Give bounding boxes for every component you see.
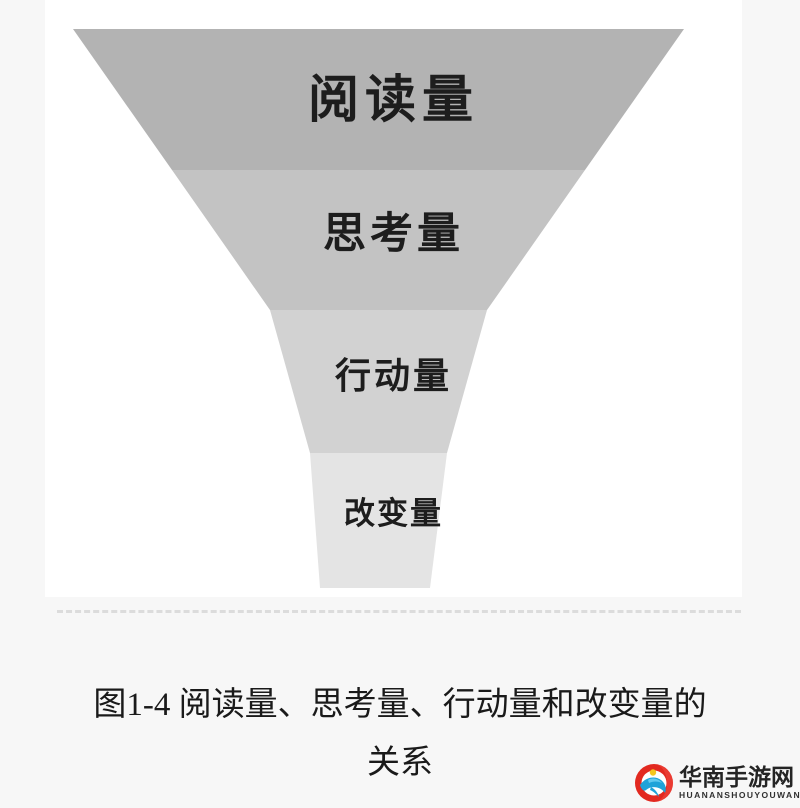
funnel-band-4 — [310, 453, 447, 588]
watermark: 华南手游网 HUANANSHOUYOUWANG — [634, 760, 800, 806]
funnel-label-change-volume: 改变量 — [344, 496, 443, 531]
funnel-label-action-volume: 行动量 — [334, 356, 452, 396]
funnel-band-2 — [172, 170, 585, 310]
watermark-text-block: 华南手游网 HUANANSHOUYOUWANG — [679, 765, 800, 801]
figure-caption: 图1-4 阅读量、思考量、行动量和改变量的 关系 — [50, 676, 750, 792]
figure-caption-line-2: 关系 — [367, 745, 433, 781]
funnel-chart: 阅读量 思考量 行动量 改变量 — [45, 0, 742, 597]
watermark-logo-icon — [634, 763, 674, 803]
watermark-subtitle: HUANANSHOUYOUWANG — [679, 790, 800, 800]
funnel-label-thinking-volume: 思考量 — [323, 211, 464, 258]
funnel-band-1 — [73, 29, 684, 170]
funnel-label-reading-volume: 阅读量 — [307, 73, 479, 129]
dashed-divider — [57, 610, 741, 613]
figure-card: 阅读量 思考量 行动量 改变量 — [45, 0, 742, 597]
figure-caption-line-1: 图1-4 阅读量、思考量、行动量和改变量的 — [93, 687, 707, 723]
funnel-band-3 — [270, 310, 487, 453]
watermark-title: 华南手游网 — [679, 764, 794, 790]
funnel-svg — [73, 29, 684, 588]
